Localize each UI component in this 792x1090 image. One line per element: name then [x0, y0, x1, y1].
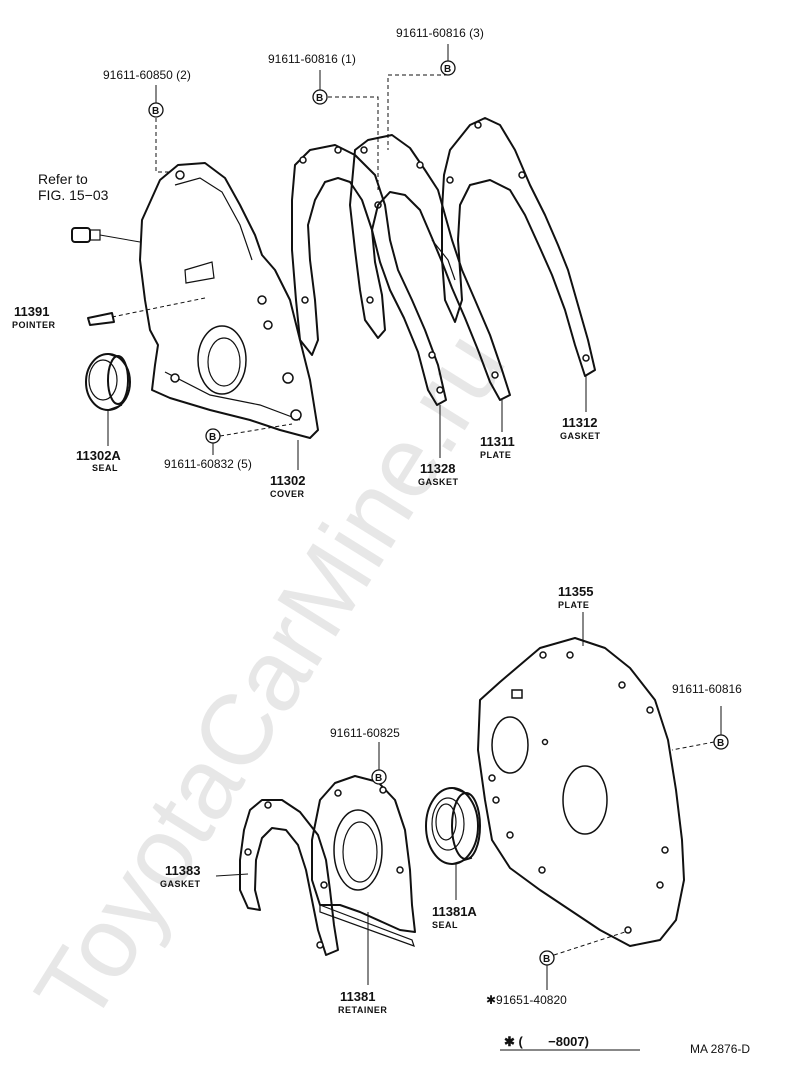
bolt-icon-816-3: B	[440, 60, 456, 76]
bolt-850-label: 91611-60850 (2)	[103, 68, 191, 82]
plate-11355-name: PLATE	[558, 600, 589, 610]
sensor-part	[71, 227, 101, 243]
svg-text:B: B	[316, 93, 323, 104]
gasket-11328	[291, 144, 447, 406]
gasket-11328-number: 11328	[420, 461, 455, 476]
seal-11381A-name: SEAL	[432, 920, 458, 930]
top-leader-lines	[99, 44, 587, 470]
bolt-825-label: 91611-60825	[330, 726, 400, 740]
plate-11311-number: 11311	[480, 434, 515, 449]
gasket-11328-name: GASKET	[418, 477, 459, 487]
seal-11302A	[85, 353, 131, 411]
pointer-11391	[87, 312, 115, 326]
gasket-11312-number: 11312	[562, 415, 597, 430]
bolt-816-bottom-label: 91611-60816	[672, 682, 742, 696]
bolt-icon-820: B	[539, 950, 555, 966]
plate-11311-name: PLATE	[480, 450, 511, 460]
bolt-icon-850: B	[148, 102, 164, 118]
bolt-icon-832: B	[205, 428, 221, 444]
bolt-icon-816-1: B	[312, 89, 328, 105]
cover-number: 11302	[270, 473, 305, 488]
bolt-832-label: 91611-60832 (5)	[164, 457, 252, 471]
pointer-name: POINTER	[12, 320, 56, 330]
bolt-816-1-label: 91611-60816 (1)	[268, 52, 356, 66]
seal-11381A-number: 11381A	[432, 904, 477, 919]
bottom-leader-lines	[215, 612, 722, 1051]
footer-note: ✱ ( −8007)	[504, 1034, 589, 1049]
seal-11302A-number: 11302A	[76, 448, 121, 463]
bolt-icon-825: B	[371, 769, 387, 785]
bolt-820-label: ✱91651-40820	[486, 993, 567, 1007]
diagram-code: MA 2876-D	[690, 1042, 750, 1056]
svg-text:B: B	[375, 773, 382, 784]
svg-text:B: B	[209, 432, 216, 443]
gasket-11383	[239, 799, 339, 956]
seal-11381A	[425, 787, 481, 865]
watermark: ToyotaCarMine.ru	[14, 313, 527, 1042]
retainer-name: RETAINER	[338, 1005, 387, 1015]
gasket-11312-name: GASKET	[560, 431, 601, 441]
bolt-icon-816-bottom: B	[713, 734, 729, 750]
bolt-816-3-label: 91611-60816 (3)	[396, 26, 484, 40]
svg-text:B: B	[152, 106, 159, 117]
refer-to-label: Refer to	[38, 171, 88, 187]
gasket-11312	[441, 117, 596, 377]
plate-11355	[477, 637, 685, 947]
pointer-number: 11391	[14, 304, 49, 319]
svg-text:B: B	[444, 64, 451, 75]
retainer-11381	[311, 775, 416, 947]
svg-text:B: B	[717, 738, 724, 749]
gasket-11383-name: GASKET	[160, 879, 201, 889]
gasket-11383-number: 11383	[165, 863, 200, 878]
seal-11302A-name: SEAL	[92, 463, 118, 473]
plate-11355-number: 11355	[558, 584, 593, 599]
retainer-number: 11381	[340, 989, 375, 1004]
cover-name: COVER	[270, 489, 305, 499]
timing-cover	[139, 162, 319, 439]
refer-fig-label: FIG. 15−03	[38, 187, 109, 203]
svg-text:B: B	[543, 954, 550, 965]
